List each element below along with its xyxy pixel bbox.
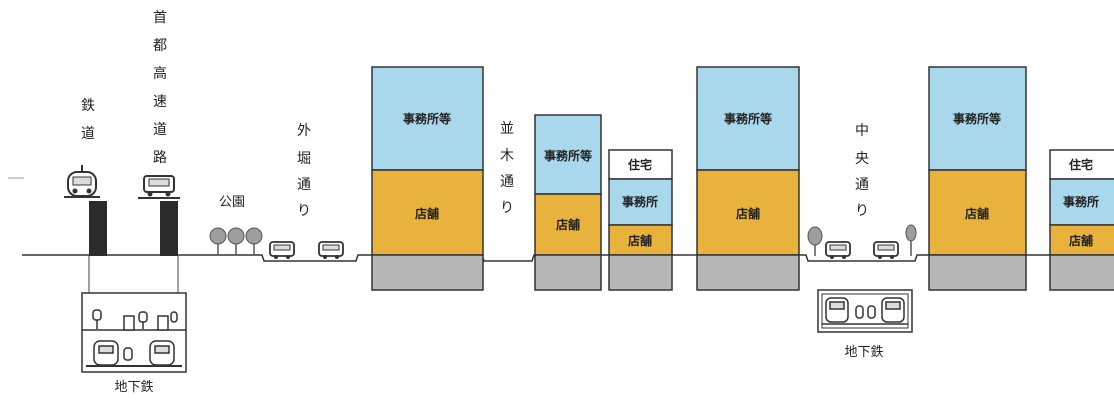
building-6-residence-label: 住宅 [1069, 157, 1093, 172]
building-6-shop [1049, 224, 1114, 256]
building-5-shop-label: 店舗 [965, 206, 989, 221]
namiki-char-3: 通 [500, 174, 514, 190]
railway-pillar [89, 201, 107, 256]
building-3-office-label: 事務所 [622, 194, 658, 209]
expressway-label: 首 都 高 速 道 路 [153, 10, 167, 166]
building-5-shop [928, 169, 1027, 256]
expressway-char-4: 速 [153, 94, 167, 110]
building-4: 事務所等 店舗 [696, 66, 800, 291]
building-3: 住宅 事務所 店舗 [608, 149, 673, 291]
chuo-car-1-icon [825, 241, 851, 259]
namiki-char-1: 並 [500, 121, 514, 137]
building-2: 事務所等 店舗 [534, 114, 602, 291]
building-4-shop [696, 169, 800, 256]
chuo-tree-right [905, 224, 917, 256]
chuo-tree-left [807, 226, 823, 256]
sotobori-street-label: 外 堀 通 り [297, 123, 311, 219]
sotobori-char-2: 堀 [297, 151, 311, 167]
expressway-char-5: 道 [153, 122, 167, 138]
chuo-char-1: 中 [855, 123, 869, 139]
park-label: 公園 [219, 195, 245, 210]
building-4-basement [696, 254, 800, 291]
building-1-office [371, 66, 484, 171]
building-4-shop-label: 店舗 [736, 206, 760, 221]
expressway-char-2: 都 [153, 38, 167, 54]
building-1-basement [371, 254, 484, 291]
building-5-office-label: 事務所等 [953, 111, 1001, 126]
namiki-street-label: 並 木 通 り [500, 121, 514, 216]
namiki-char-2: 木 [500, 148, 514, 164]
building-2-office-label: 事務所等 [544, 148, 592, 163]
chuo-char-3: 通 [855, 177, 869, 193]
building-2-shop [534, 193, 602, 256]
chuo-char-4: り [855, 203, 869, 219]
railway-char-1: 鉄 [81, 98, 95, 114]
building-3-shop [608, 224, 673, 256]
expressway-char-6: 路 [153, 150, 167, 166]
building-6-office-label: 事務所 [1063, 194, 1099, 209]
building-2-shop-label: 店舗 [556, 217, 580, 232]
building-6: 住宅 事務所 店舗 [1049, 149, 1114, 291]
building-2-basement [534, 254, 602, 291]
train-icon [64, 165, 100, 198]
subway-label-left: 地下鉄 [114, 380, 153, 395]
ground-line [22, 254, 1114, 262]
building-1: 事務所等 店舗 [371, 66, 484, 291]
subway-structure-right [817, 289, 913, 333]
building-1-shop [371, 169, 484, 256]
building-3-residence-label: 住宅 [628, 157, 652, 172]
sotobori-car-2-icon [318, 241, 344, 259]
railway-char-2: 道 [81, 126, 95, 142]
building-5: 事務所等 店舗 [928, 66, 1027, 291]
sotobori-char-3: 通 [297, 177, 311, 193]
expressway-car-icon [138, 175, 180, 199]
building-1-shop-label: 店舗 [415, 206, 439, 221]
namiki-char-4: り [500, 200, 514, 216]
building-6-office [1049, 178, 1114, 226]
sotobori-car-1-icon [269, 241, 295, 259]
building-3-residence [608, 149, 673, 180]
subway-label-right: 地下鉄 [844, 345, 883, 360]
building-3-office [608, 178, 673, 226]
building-4-office-label: 事務所等 [724, 111, 772, 126]
railway-label: 鉄 道 [81, 98, 95, 142]
sotobori-char-4: り [297, 203, 311, 219]
building-3-basement [608, 254, 673, 291]
building-6-basement [1049, 254, 1114, 291]
expressway-char-1: 首 [153, 10, 167, 26]
chuo-char-2: 央 [855, 151, 869, 167]
building-5-basement [928, 254, 1027, 291]
building-6-shop-label: 店舗 [1069, 233, 1093, 248]
building-5-office [928, 66, 1027, 171]
chuo-street-label: 中 央 通 り [855, 123, 869, 219]
building-4-office [696, 66, 800, 171]
building-3-shop-label: 店舗 [628, 233, 652, 248]
subway-structure-left [81, 256, 187, 373]
building-1-office-label: 事務所等 [403, 111, 451, 126]
park-trees [209, 227, 263, 255]
chuo-car-2-icon [873, 241, 899, 259]
sotobori-char-1: 外 [297, 123, 311, 139]
building-2-office [534, 114, 602, 195]
expressway-char-3: 高 [153, 65, 167, 82]
expressway-pillar [160, 201, 178, 256]
